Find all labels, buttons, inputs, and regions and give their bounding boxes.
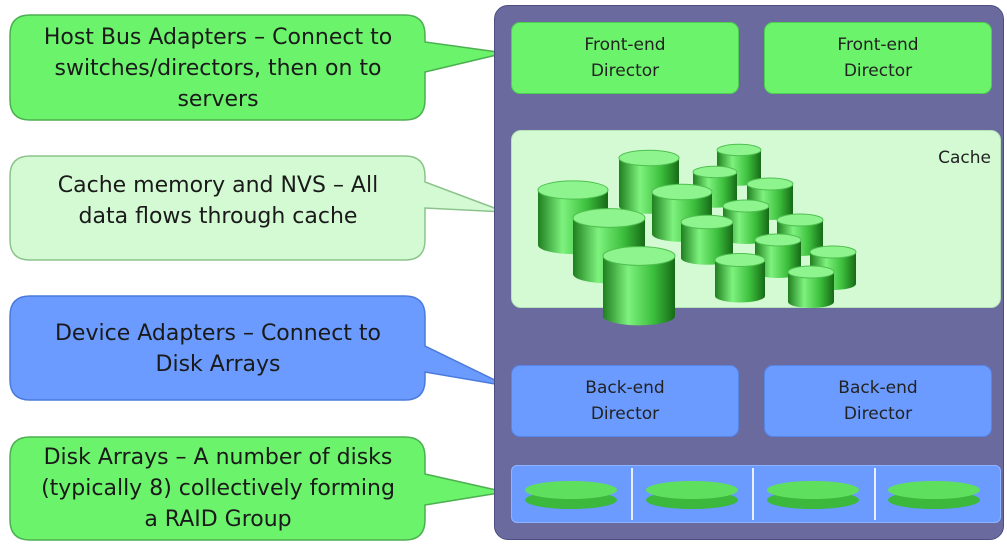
disk-arrays-line-1: Disk Arrays – A number of disks [43,445,393,470]
disk-array-divider-2 [752,468,754,520]
back-end-director-2-line-1: Back-end [838,378,918,398]
cache-cylinder [602,246,676,326]
disk-array-disk-1 [525,481,617,509]
front-end-director-2: Front-end Director [764,22,992,94]
disk-arrays-callout-bubble [9,436,506,541]
cache-callout-bubble [9,155,506,261]
front-end-director-2-line-2: Director [843,61,913,81]
back-end-director-2-line-2: Director [843,404,913,424]
device-adapters-callout-text: Device Adapters – Connect to Disk Arrays [20,318,416,380]
device-adapters-line-1: Device Adapters – Connect to [54,321,381,346]
front-end-director-2-line-1: Front-end [837,35,919,55]
front-end-director-1-line-1: Front-end [584,35,666,55]
back-end-director-2: Back-end Director [764,365,992,437]
hba-callout-bubble [9,14,506,121]
back-end-director-1-line-2: Director [590,404,660,424]
disk-array-disk-4 [888,481,980,509]
cache-cylinder [716,143,762,186]
cache-cylinder [680,214,734,265]
cache-cylinder [754,233,802,278]
hba-line-2: switches/directors, then on to [54,56,382,81]
back-end-director-1: Back-end Director [511,365,739,437]
front-end-director-1: Front-end Director [511,22,739,94]
cache-line-1: Cache memory and NVS – All [57,173,379,198]
cache-cylinder [722,199,770,244]
cache-line-2: data flows through cache [78,204,358,229]
back-end-director-1-line-1: Back-end [585,378,665,398]
disk-arrays-line-3: a RAID Group [144,507,292,532]
disk-array-divider-1 [631,468,633,520]
hba-line-1: Host Bus Adapters – Connect to [43,25,393,50]
disk-arrays-callout-text: Disk Arrays – A number of disks (typical… [20,442,416,535]
cache-label: Cache [938,148,991,168]
cache-cylinder [714,253,766,303]
device-adapters-callout-bubble [9,295,508,401]
cache-callout-text: Cache memory and NVS – All data flows th… [20,170,416,232]
disk-array-disk-3 [767,481,859,509]
hba-callout-text: Host Bus Adapters – Connect to switches/… [20,22,416,115]
disk-array-divider-3 [874,468,876,520]
hba-line-3: servers [177,87,259,112]
cache-cylinder [787,265,835,308]
device-adapters-line-2: Disk Arrays [155,352,281,377]
disk-array-disk-2 [646,481,738,509]
disk-arrays-line-2: (typically 8) collectively forming [41,476,395,501]
front-end-director-1-line-2: Director [590,61,660,81]
